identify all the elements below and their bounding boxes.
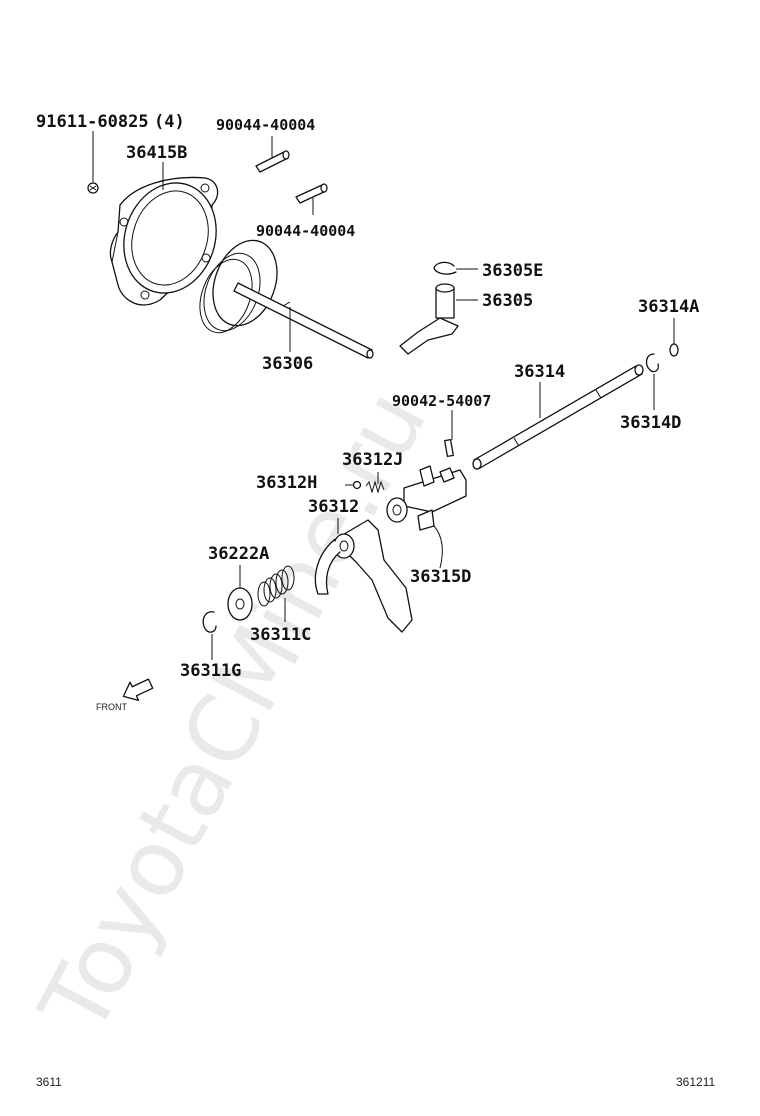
lever-36305 (399, 283, 459, 355)
watermark: ToyotaCMine.ru (19, 374, 447, 1052)
shifthead-36315d (386, 465, 467, 531)
footer-right-code: 361211 (676, 1075, 715, 1089)
snapring-36314d (645, 353, 660, 373)
part-label-36306: 36306 (262, 354, 313, 374)
snapring-36311g (202, 611, 217, 633)
part-label-90044-40004-upper: 90044-40004 (216, 116, 315, 134)
part-label-quantity: (4) (154, 112, 185, 132)
bolt-91611 (87, 182, 99, 194)
part-label-36305e: 36305E (482, 261, 543, 281)
part-label-36314: 36314 (514, 362, 565, 382)
part-label-91611-60825: 91611-60825 (36, 112, 149, 132)
part-label-36311c: 36311C (250, 625, 311, 645)
spacer-36222a (227, 587, 253, 621)
spring-36312j (365, 480, 385, 494)
washer-36314a (669, 343, 679, 357)
front-label: FRONT (96, 702, 127, 712)
part-label-90042-54007: 90042-54007 (392, 392, 491, 410)
part-label-36312h: 36312H (256, 473, 317, 493)
pin-90044-upper (255, 150, 290, 173)
part-label-90044-40004-lower: 90044-40004 (256, 222, 355, 240)
ball-36312h (352, 480, 362, 490)
footer-left-code: 3611 (36, 1075, 62, 1089)
part-label-36312j: 36312J (342, 450, 403, 470)
part-label-36314a: 36314A (638, 297, 699, 317)
rollpin-90042 (444, 438, 454, 458)
shaft-36314 (472, 364, 644, 470)
clip-36305e (433, 261, 457, 275)
part-label-36305: 36305 (482, 291, 533, 311)
part-label-36315d: 36315D (410, 567, 471, 587)
part-label-36311g: 36311G (180, 661, 241, 681)
part-label-36415b: 36415B (126, 143, 187, 163)
part-label-36312: 36312 (308, 497, 359, 517)
piston-36306 (199, 239, 374, 359)
front-arrow-icon (122, 678, 154, 701)
fork-36312 (314, 519, 413, 633)
part-label-36314d: 36314D (620, 413, 681, 433)
pin-90044-lower (295, 183, 328, 204)
part-label-36222a: 36222A (208, 544, 269, 564)
leader-lines (92, 131, 675, 660)
housing-36415b (109, 176, 219, 306)
spring-36311c (257, 565, 295, 607)
